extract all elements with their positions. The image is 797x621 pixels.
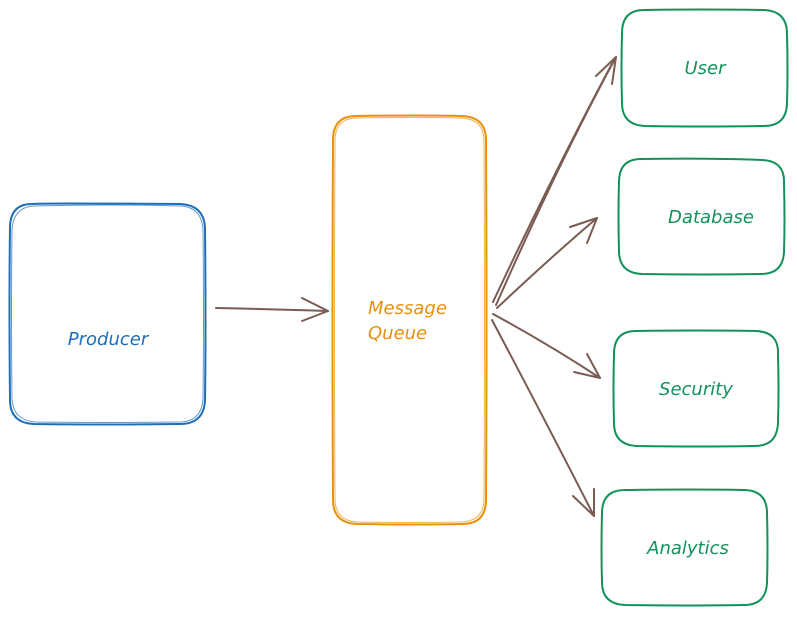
message-queue-node[interactable]: Message Queue bbox=[331, 114, 488, 526]
user-box bbox=[620, 8, 789, 128]
arrow-queue-to-security bbox=[492, 313, 601, 379]
user-node[interactable]: User bbox=[620, 8, 789, 128]
arrow-queue-to-database bbox=[496, 217, 598, 309]
arrow-producer-to-queue bbox=[215, 297, 329, 322]
user-label: User bbox=[684, 58, 727, 79]
security-label: Security bbox=[659, 379, 733, 400]
arrow-queue-to-analytics bbox=[491, 319, 595, 517]
message-queue-label-line1: Message bbox=[368, 298, 447, 319]
message-queue-box-sketch bbox=[334, 117, 485, 523]
security-box bbox=[612, 329, 780, 448]
database-node[interactable]: Database bbox=[617, 157, 786, 276]
producer-label: Producer bbox=[68, 329, 150, 350]
analytics-label: Analytics bbox=[646, 538, 729, 559]
producer-box bbox=[8, 202, 207, 426]
message-queue-box bbox=[331, 114, 488, 526]
producer-box-sketch bbox=[11, 204, 204, 423]
producer-node[interactable]: Producer bbox=[8, 202, 207, 426]
database-label: Database bbox=[668, 207, 754, 228]
message-queue-label-line2: Queue bbox=[368, 323, 427, 344]
analytics-node[interactable]: Analytics bbox=[600, 488, 769, 607]
arrow-queue-to-user bbox=[492, 56, 617, 306]
database-box bbox=[617, 157, 786, 276]
analytics-box bbox=[600, 488, 769, 607]
security-node[interactable]: Security bbox=[612, 329, 780, 448]
